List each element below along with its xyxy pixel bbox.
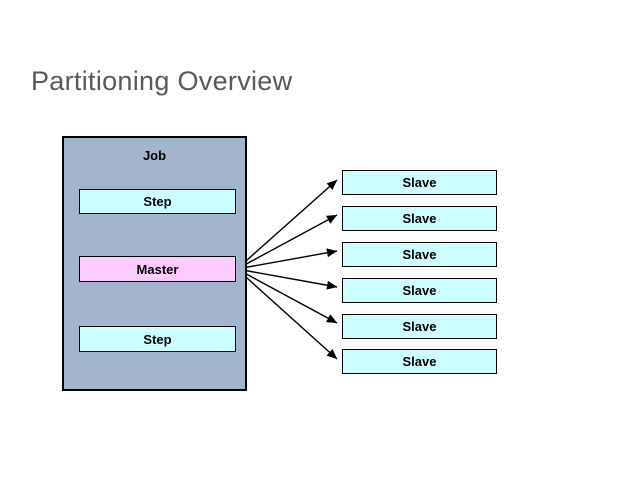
connector-master-to-slave-2 — [236, 214, 338, 270]
connector-master-to-slave-3 — [236, 248, 338, 270]
slave-box-4: Slave — [342, 278, 497, 303]
step-box-bottom: Step — [79, 326, 236, 352]
slave-box-3: Slave — [342, 242, 497, 267]
slave-box-1: Slave — [342, 170, 497, 195]
master-box: Master — [79, 256, 236, 282]
connector-master-to-slave-5 — [236, 268, 338, 324]
page-title: Partitioning Overview — [31, 66, 293, 96]
slave-box-6: Slave — [342, 349, 497, 374]
slave-box-2: Slave — [342, 206, 497, 231]
step-box-top: Step — [79, 189, 236, 214]
connector-master-to-slave-1 — [236, 179, 338, 270]
job-label: Job — [142, 148, 167, 163]
slave-box-5: Slave — [342, 314, 497, 339]
connector-master-to-slave-6 — [236, 268, 338, 360]
connector-master-to-slave-4 — [236, 268, 338, 290]
